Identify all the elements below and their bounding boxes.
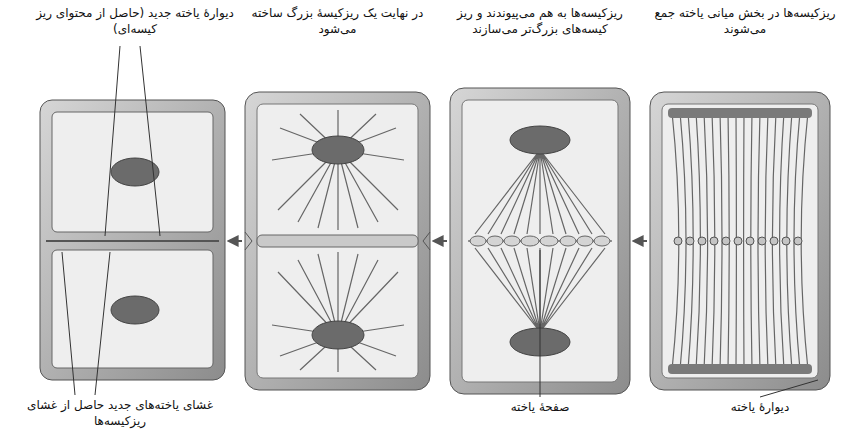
dividing-cell-early (650, 92, 830, 390)
part-label: در نهایت یک ریزکیسهٔ بزرگ ساخته می‌شود (245, 6, 430, 37)
part-label: دیوارهٔ یاخته (700, 400, 820, 416)
daughter-cells (40, 100, 225, 380)
leader-line (62, 46, 818, 397)
part-label: غشای یاخته‌های جدید حاصل از غشای ریزکیسه… (20, 398, 220, 429)
sequence-arrow (229, 240, 647, 242)
part-label: صفحهٔ یاخته (480, 400, 600, 416)
part-label: دیوارهٔ یاخته جدید (حاصل از محتوای ریز ک… (35, 6, 235, 37)
dividing-cell-late (245, 92, 430, 390)
part-label: ریزکیسه‌ها در بخش میانی یاخته جمع می‌شون… (645, 6, 845, 37)
part-label: ریزکیسه‌ها به هم می‌پیوندند و ریز کیسه‌ه… (450, 6, 630, 37)
